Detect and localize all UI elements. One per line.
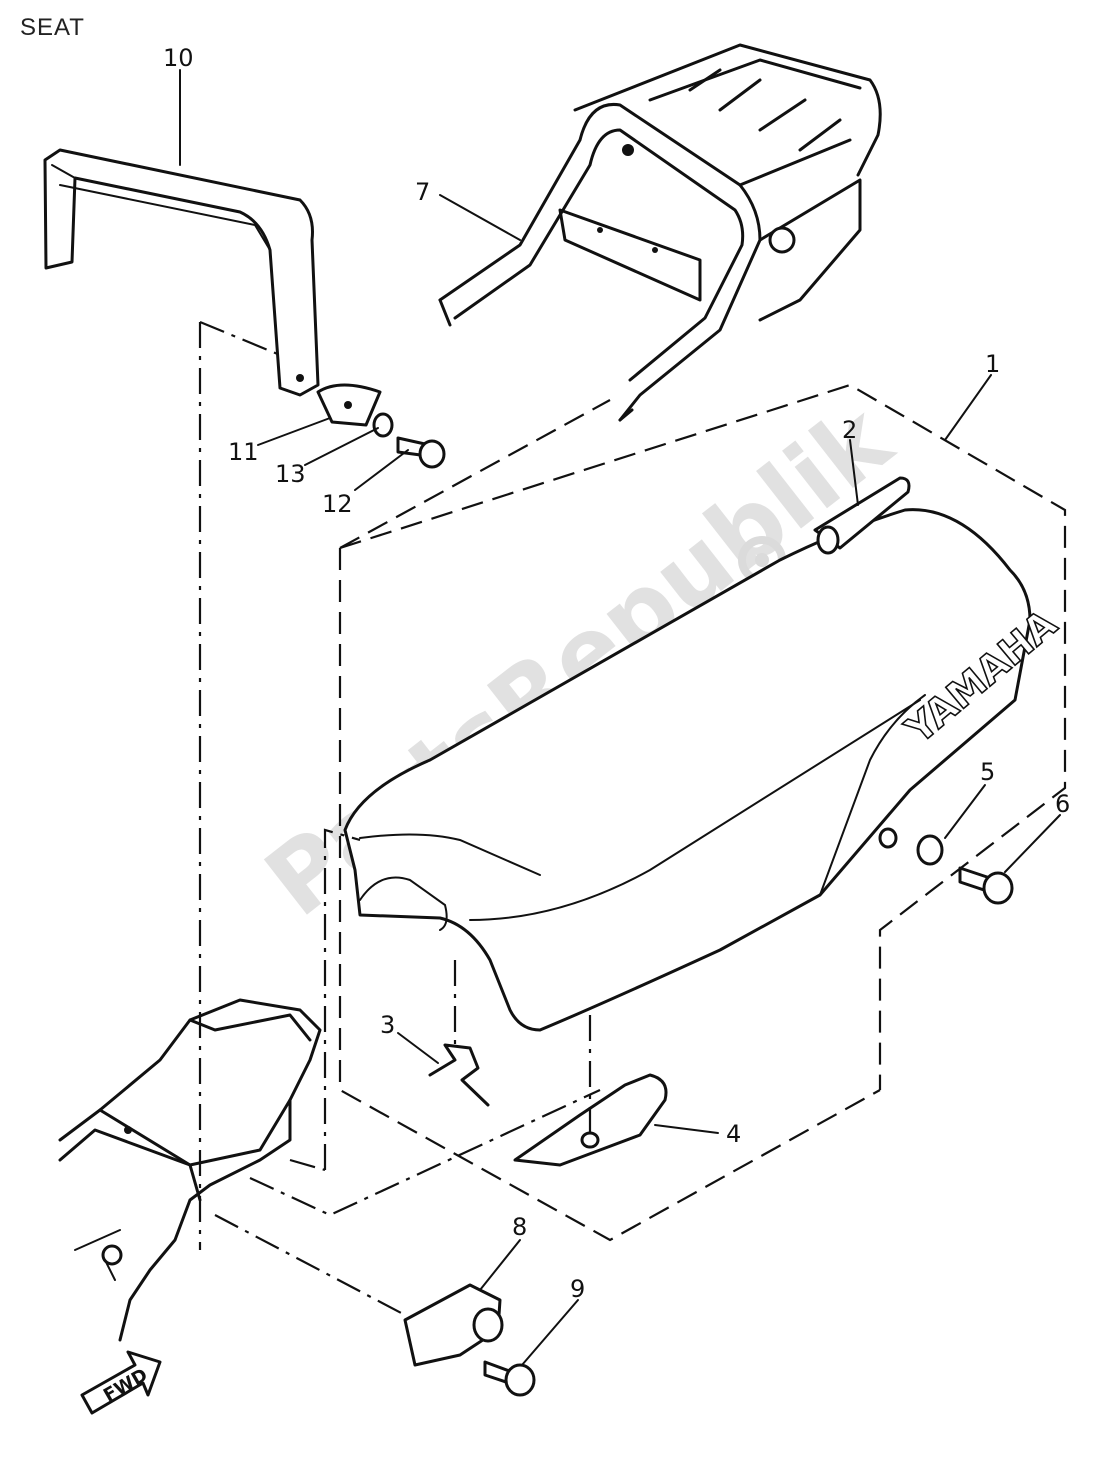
washer-part	[372, 412, 394, 438]
clamp-part	[316, 383, 382, 427]
screw-part	[483, 1360, 536, 1397]
callout-12: 12	[322, 490, 353, 518]
callout-6: 6	[1055, 790, 1070, 818]
page-title: SEAT	[20, 14, 85, 41]
callout-2: 2	[842, 416, 857, 444]
callout-4: 4	[726, 1120, 741, 1148]
frame-part	[58, 998, 322, 1342]
collar-part	[878, 827, 944, 866]
callout-1: 1	[985, 350, 1000, 378]
callout-8: 8	[512, 1213, 527, 1241]
grab-bar-part	[43, 148, 320, 397]
seat-lock-part	[403, 1283, 504, 1367]
callout-numbers: 1 2 3 4 5 6 7 8 9 10 11 12 13	[163, 44, 1070, 1303]
bolt-part	[396, 436, 446, 469]
callout-11: 11	[228, 438, 259, 466]
callout-7: 7	[415, 178, 430, 206]
seat-hook-part	[428, 1043, 490, 1107]
leader-lines	[179, 69, 1061, 1366]
callout-9: 9	[570, 1275, 585, 1303]
callout-3: 3	[380, 1011, 395, 1039]
forward-direction-arrow: FWD	[80, 1350, 162, 1415]
callout-13: 13	[275, 460, 306, 488]
callout-5: 5	[980, 758, 995, 786]
seat-assembly-outline	[339, 383, 1067, 1090]
seat-hinge-part	[813, 476, 911, 555]
bolt-6-part	[958, 866, 1014, 905]
rear-carrier-part	[438, 43, 882, 422]
callout-10: 10	[163, 44, 194, 72]
